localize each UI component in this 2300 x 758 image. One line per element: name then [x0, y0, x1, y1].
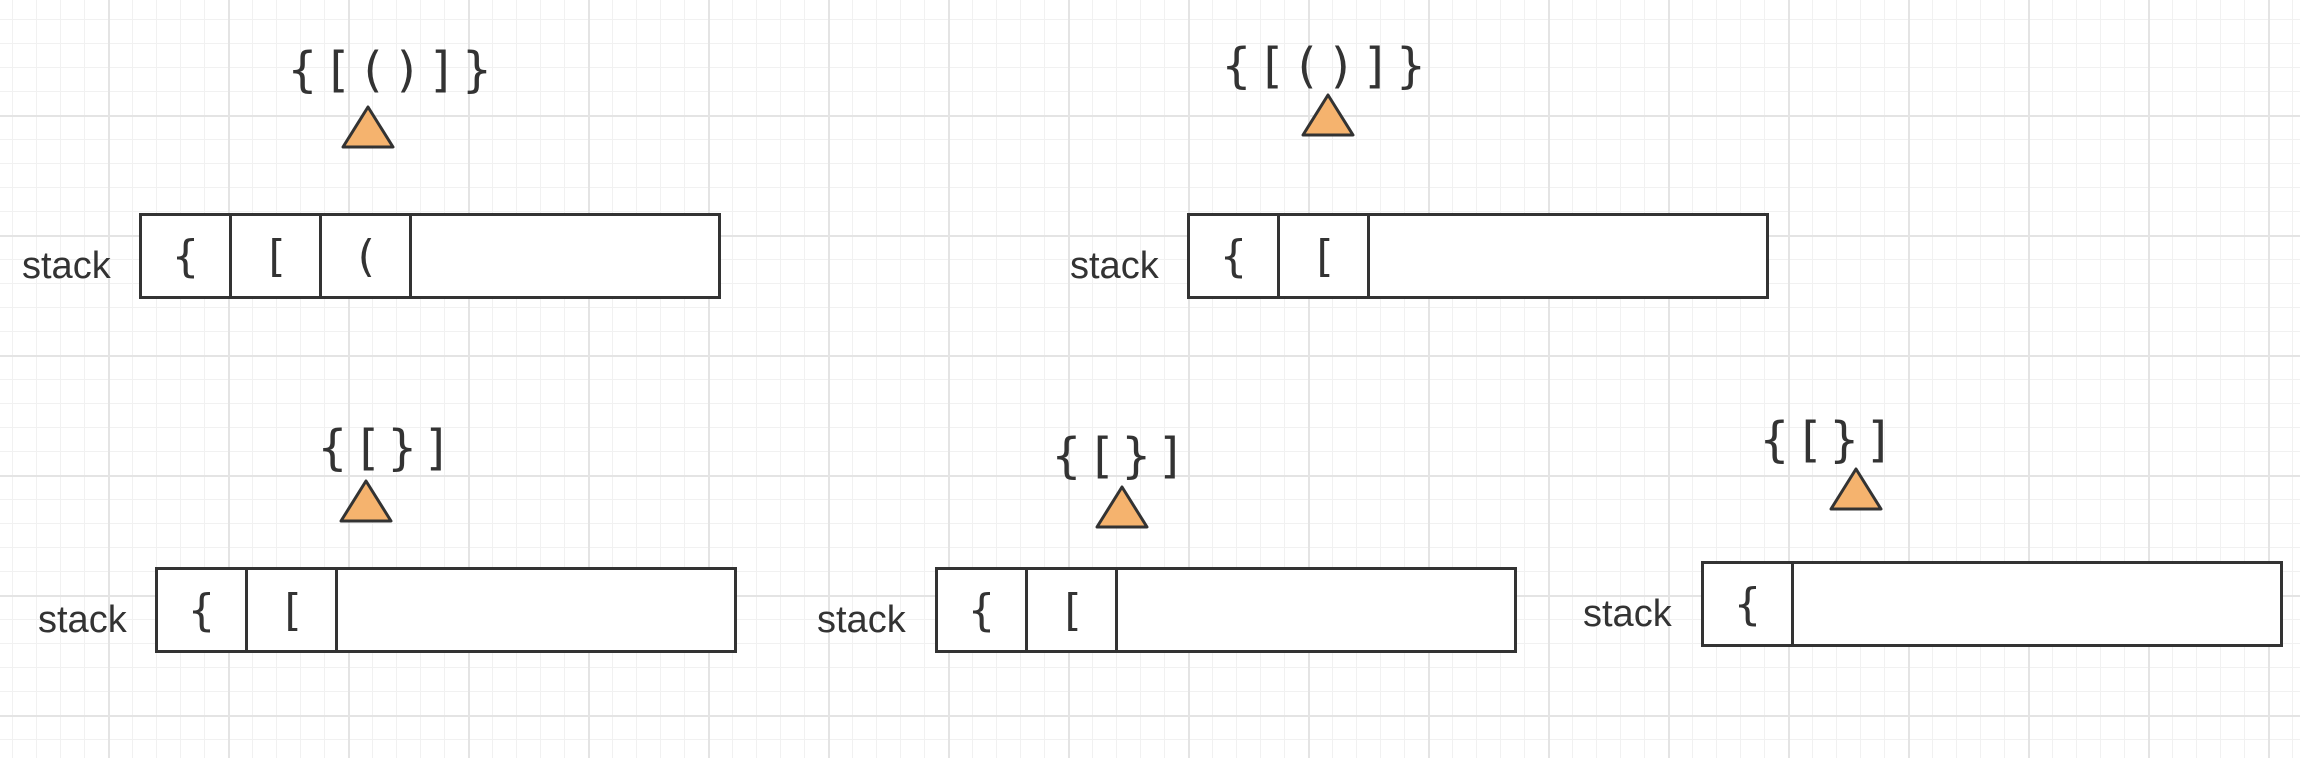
stack-label: stack — [817, 599, 906, 641]
stack-label: stack — [1583, 593, 1672, 635]
stack-container: { — [1701, 561, 2283, 647]
stack-container: { [ — [1187, 213, 1769, 299]
stack-cell: [ — [1280, 216, 1370, 296]
bracket-expression: {[()]} — [288, 42, 498, 98]
pointer-triangle-icon — [338, 478, 394, 524]
stack-label: stack — [38, 599, 127, 641]
pointer-triangle-icon — [1300, 92, 1356, 138]
stack-label: stack — [1070, 245, 1159, 287]
bracket-expression: {[}] — [1052, 428, 1192, 484]
bracket-expression: {[}] — [318, 420, 458, 476]
stack-cell: { — [142, 216, 232, 296]
stack-container: { [ ( — [139, 213, 721, 299]
pointer-triangle-icon — [1094, 484, 1150, 530]
pointer-triangle-icon — [340, 104, 396, 150]
bracket-expression: {[()]} — [1222, 38, 1432, 94]
stack-container: { [ — [935, 567, 1517, 653]
bracket-expression: {[}] — [1760, 412, 1900, 468]
pointer-triangle-icon — [1828, 466, 1884, 512]
stack-cell: { — [1190, 216, 1280, 296]
stack-cell: [ — [232, 216, 322, 296]
stack-cell: ( — [322, 216, 412, 296]
stack-container: { [ — [155, 567, 737, 653]
stack-cell: { — [158, 570, 248, 650]
stack-cell: { — [1704, 564, 1794, 644]
stack-label: stack — [22, 245, 111, 287]
stack-cell: [ — [248, 570, 338, 650]
stack-cell: { — [938, 570, 1028, 650]
stack-cell: [ — [1028, 570, 1118, 650]
